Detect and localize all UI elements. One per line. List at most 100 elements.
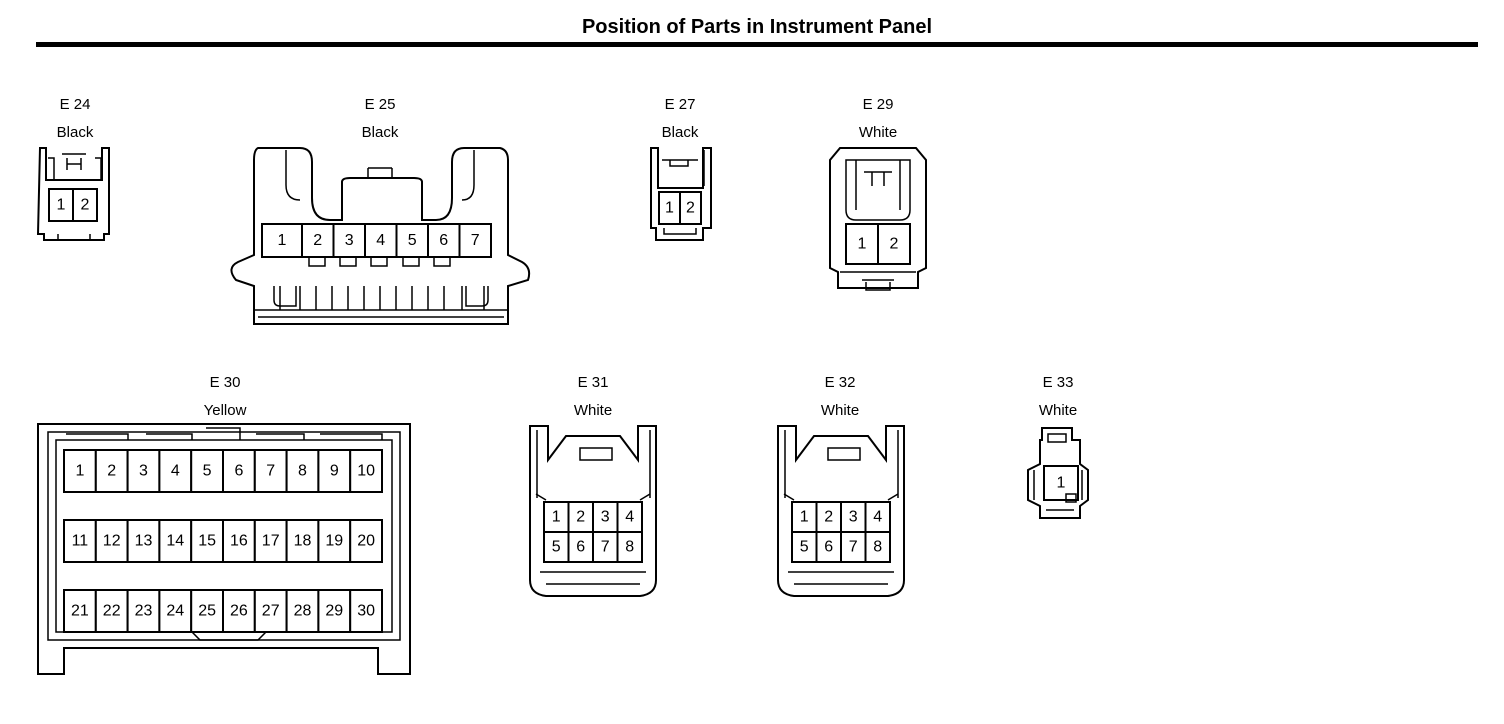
connector-id-e25: E 25 (364, 96, 396, 113)
pin-24: 24 (158, 589, 193, 633)
pin-11: 11 (63, 519, 97, 563)
pin-17: 17 (253, 519, 288, 563)
connector-id-e24: E 24 (59, 96, 91, 113)
pin-number: 2 (686, 200, 695, 217)
pin-number: 1 (665, 200, 674, 217)
pin-number: 30 (357, 603, 375, 620)
pin-27: 27 (253, 589, 288, 633)
pin-10: 10 (349, 449, 384, 493)
pin-1: 1 (63, 449, 97, 493)
pin-22: 22 (94, 589, 129, 633)
pin-number: 26 (230, 603, 248, 620)
pin-number: 6 (824, 539, 833, 556)
pin-5: 5 (190, 449, 224, 493)
page-title: Position of Parts in Instrument Panel (581, 16, 933, 38)
pin-2: 2 (815, 501, 842, 533)
pin-5: 5 (543, 531, 570, 563)
pin-6: 6 (222, 449, 256, 493)
pin-number: 5 (552, 539, 561, 556)
pin-number: 1 (75, 463, 84, 480)
pin-number: 7 (266, 463, 275, 480)
pin-8: 8 (285, 449, 320, 493)
pin-9: 9 (317, 449, 352, 493)
pin-number: 3 (345, 232, 354, 249)
pin-8: 8 (616, 531, 643, 563)
pin-number: 1 (278, 232, 287, 249)
pin-number: 14 (166, 533, 184, 550)
pin-number: 8 (873, 539, 882, 556)
pin-number: 22 (103, 603, 121, 620)
pin-13: 13 (126, 519, 161, 563)
pin-29: 29 (317, 589, 352, 633)
pin-19: 19 (317, 519, 352, 563)
pin-number: 8 (625, 539, 634, 556)
pin-5: 5 (791, 531, 818, 563)
pin-21: 21 (63, 589, 97, 633)
pin-2: 2 (877, 223, 911, 265)
pin-6: 6 (815, 531, 842, 563)
pin-12: 12 (94, 519, 129, 563)
pin-25: 25 (190, 589, 224, 633)
pin-number: 3 (849, 509, 858, 526)
pin-6: 6 (567, 531, 594, 563)
pin-30: 30 (349, 589, 384, 633)
pin-number: 2 (890, 236, 899, 253)
connector-id-e32: E 32 (824, 374, 856, 391)
connector-color-e24: Black (56, 124, 94, 141)
pin-number: 16 (230, 533, 248, 550)
pin-number: 7 (601, 539, 610, 556)
pin-number: 5 (800, 539, 809, 556)
pin-8: 8 (864, 531, 891, 563)
pin-7: 7 (592, 531, 619, 563)
pin-14: 14 (158, 519, 193, 563)
pin-number: 17 (262, 533, 280, 550)
pin-3: 3 (332, 223, 366, 258)
pin-7: 7 (840, 531, 867, 563)
pin-number: 12 (103, 533, 121, 550)
pin-number: 7 (849, 539, 858, 556)
pin-number: 3 (601, 509, 610, 526)
pin-number: 4 (376, 232, 385, 249)
pin-number: 1 (1057, 475, 1066, 492)
pin-number: 7 (471, 232, 480, 249)
pin-number: 1 (800, 509, 809, 526)
connector-color-e32: White (820, 402, 860, 419)
pin-4: 4 (158, 449, 193, 493)
pin-5: 5 (395, 223, 429, 258)
pin-number: 18 (294, 533, 312, 550)
pin-number: 28 (294, 603, 312, 620)
pin-number: 4 (625, 509, 634, 526)
pin-number: 27 (262, 603, 280, 620)
pin-18: 18 (285, 519, 320, 563)
pin-2: 2 (679, 191, 702, 225)
pin-2: 2 (94, 449, 129, 493)
pin-7: 7 (458, 223, 492, 258)
pin-16: 16 (222, 519, 256, 563)
pin-number: 11 (72, 533, 89, 550)
pin-number: 6 (439, 232, 448, 249)
pin-2: 2 (567, 501, 594, 533)
pin-1: 1 (791, 501, 818, 533)
pin-number: 24 (166, 603, 184, 620)
connector-e33: 1 (1027, 427, 1089, 519)
pin-number: 2 (824, 509, 833, 526)
pin-15: 15 (190, 519, 224, 563)
pin-20: 20 (349, 519, 384, 563)
connector-id-e30: E 30 (209, 374, 241, 391)
pin-number: 20 (357, 533, 375, 550)
pin-number: 5 (408, 232, 417, 249)
pin-number: 4 (171, 463, 180, 480)
pin-28: 28 (285, 589, 320, 633)
pin-1: 1 (845, 223, 879, 265)
pin-number: 19 (325, 533, 343, 550)
pin-number: 6 (234, 463, 243, 480)
pin-number: 13 (135, 533, 153, 550)
pin-number: 1 (552, 509, 561, 526)
pin-1: 1 (658, 191, 681, 225)
pin-number: 5 (203, 463, 212, 480)
